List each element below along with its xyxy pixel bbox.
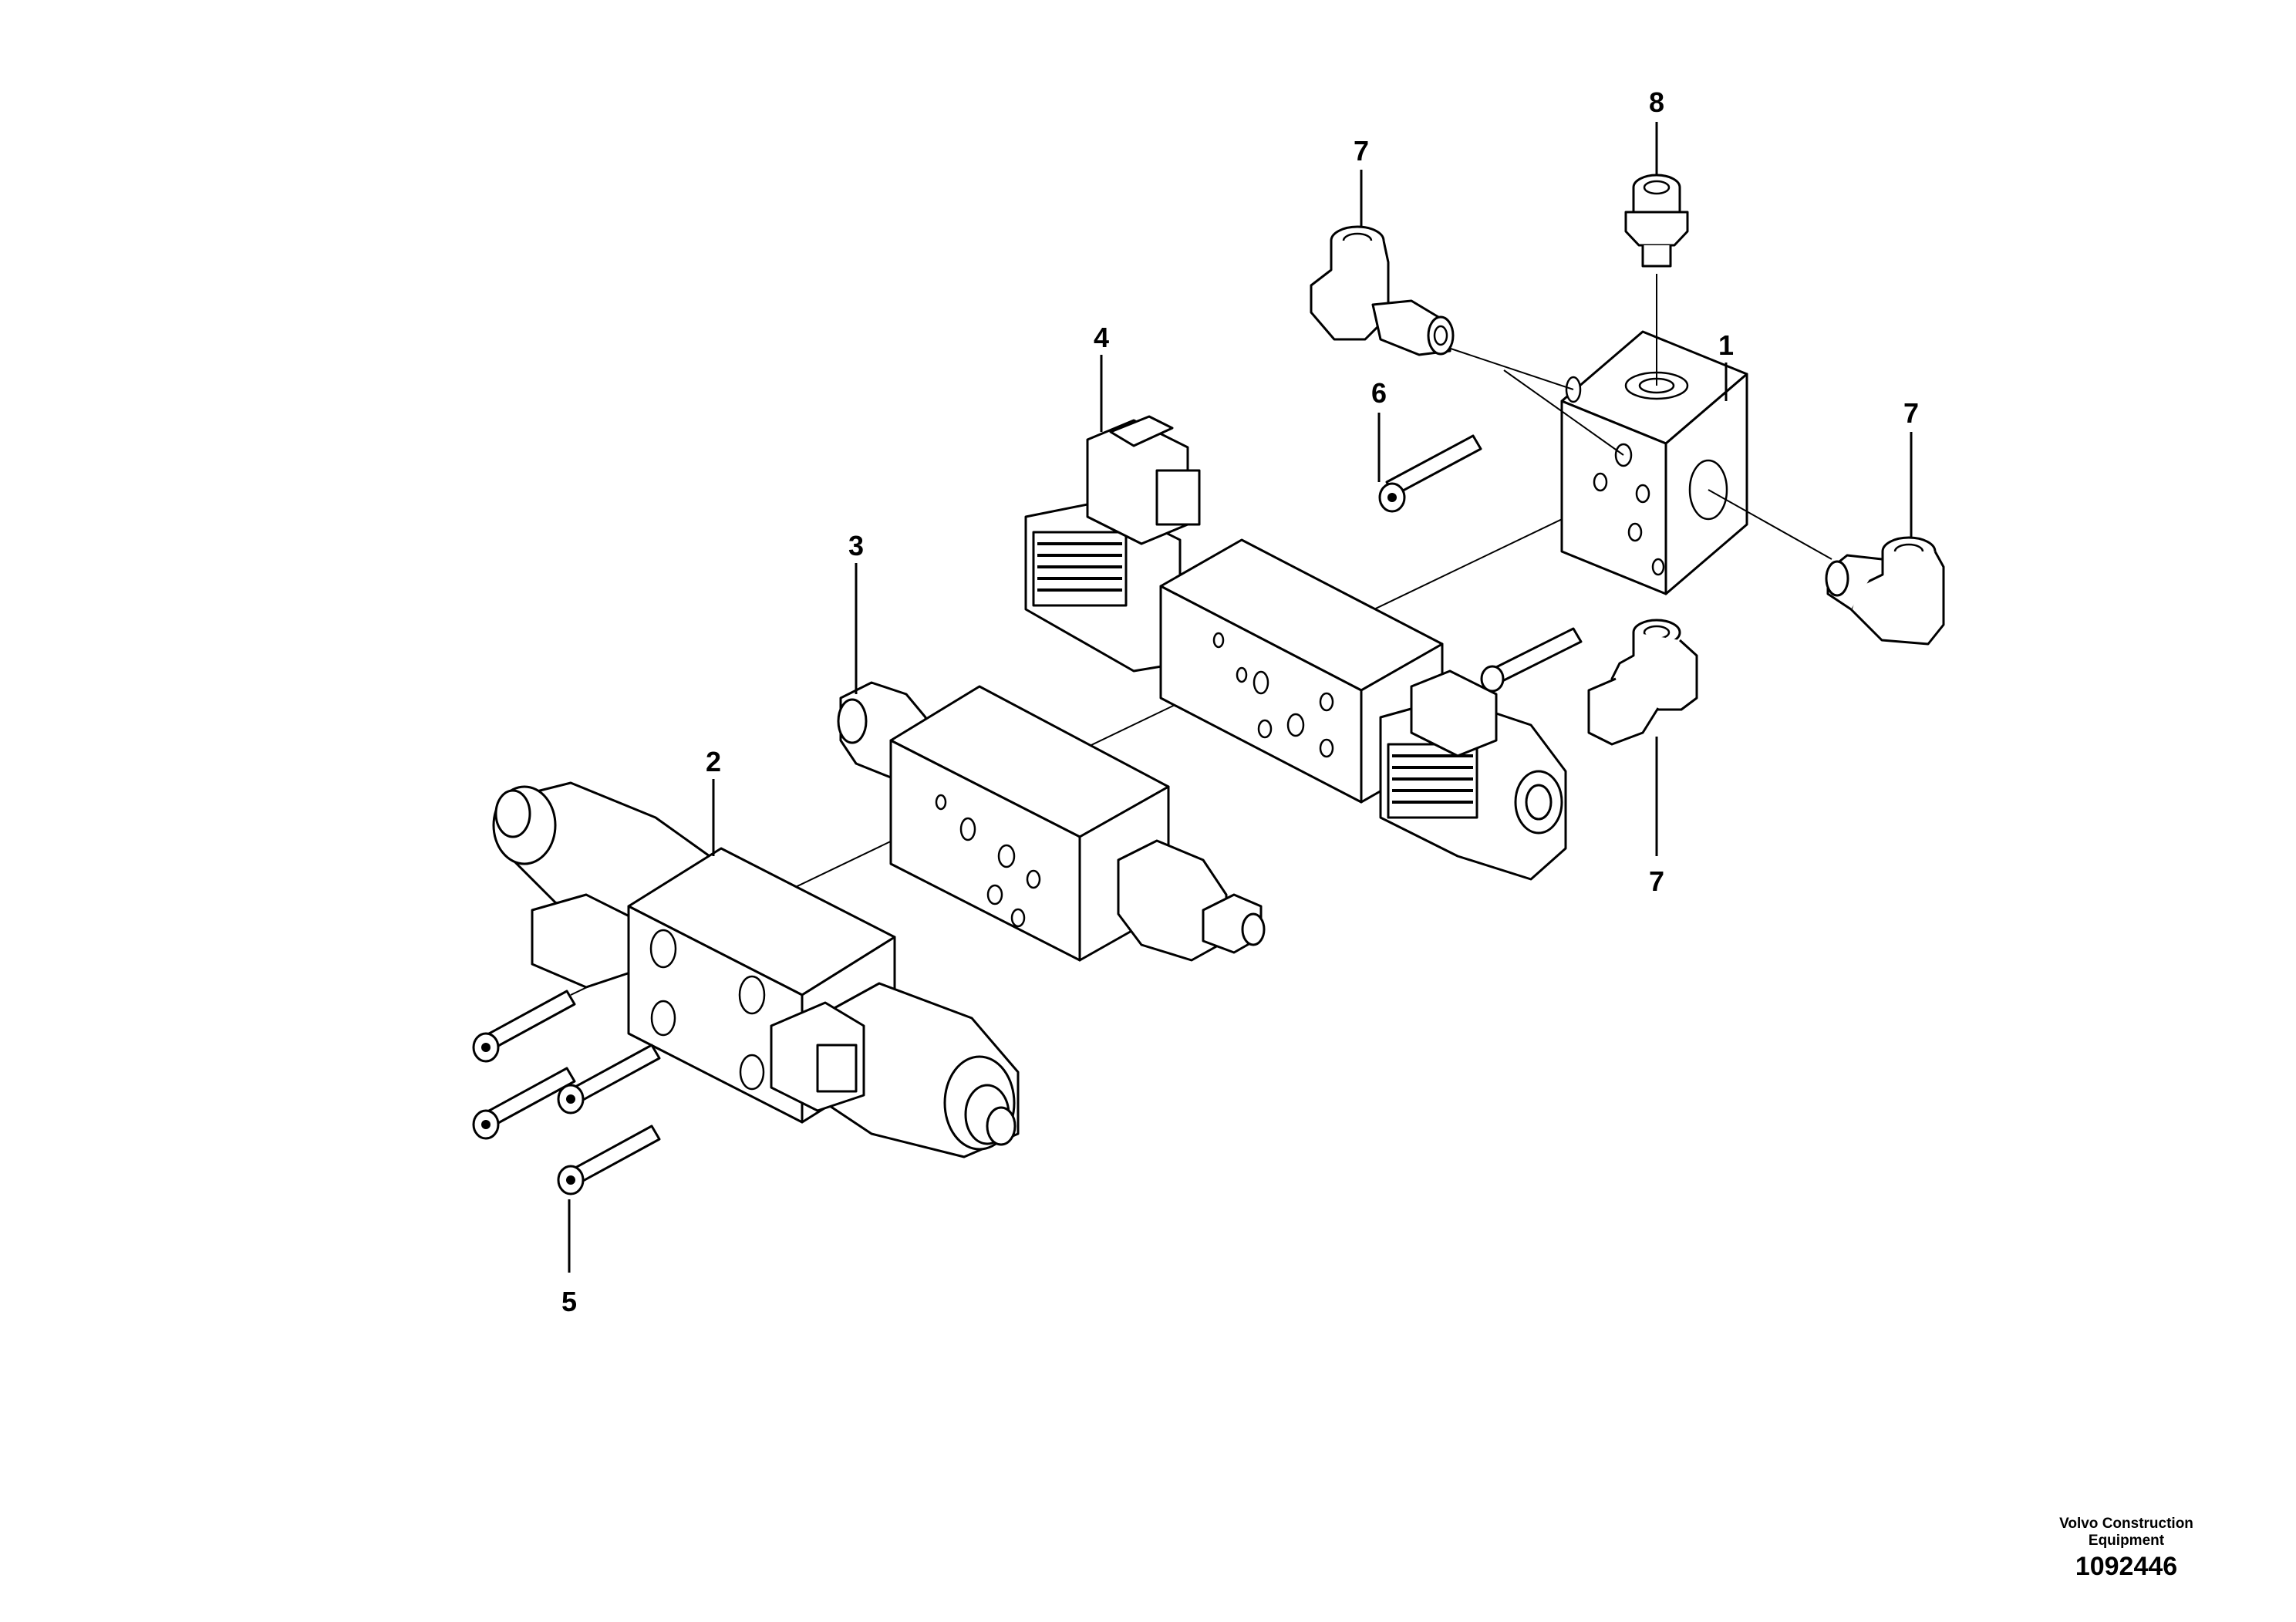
callout-8: 8 bbox=[1649, 86, 1664, 118]
part-4-solenoid-valve bbox=[1024, 415, 1567, 881]
drawing-number: 1092446 bbox=[2075, 1552, 2178, 1581]
part-8-straight-fitting bbox=[1624, 174, 1689, 268]
brand-line-1: Volvo Construction bbox=[2059, 1516, 2193, 1532]
callout-5: 5 bbox=[561, 1286, 577, 1317]
part-2-solenoid-valve bbox=[492, 781, 1020, 1158]
callout-7-lower: 7 bbox=[1649, 865, 1664, 897]
part-5-bolts bbox=[472, 990, 661, 1195]
callout-1: 1 bbox=[1718, 329, 1734, 361]
part-7-elbow-fitting-lower bbox=[1587, 619, 1698, 746]
callout-7-upper: 7 bbox=[1354, 135, 1369, 167]
part-3-check-valve-block bbox=[837, 681, 1266, 962]
callout-3: 3 bbox=[848, 530, 864, 561]
bolt-6-axis bbox=[1503, 369, 1624, 456]
part-1-manifold-block bbox=[1560, 330, 1748, 595]
part-7-elbow-fitting-upper bbox=[1310, 225, 1455, 356]
callout-7-right: 7 bbox=[1903, 397, 1919, 429]
callout-2: 2 bbox=[706, 746, 721, 777]
brand-line-2: Equipment bbox=[2088, 1533, 2165, 1549]
drawing-footer: Volvo Construction Equipment 1092446 bbox=[2011, 1516, 2242, 1582]
bolt-near-lower-fitting bbox=[1480, 627, 1583, 693]
part-6-bolt bbox=[1378, 434, 1482, 513]
fitting-7b-axis bbox=[1708, 489, 1832, 560]
callout-4: 4 bbox=[1094, 322, 1109, 353]
callout-6: 6 bbox=[1371, 377, 1387, 409]
part-7-elbow-fitting-right bbox=[1825, 536, 1945, 646]
